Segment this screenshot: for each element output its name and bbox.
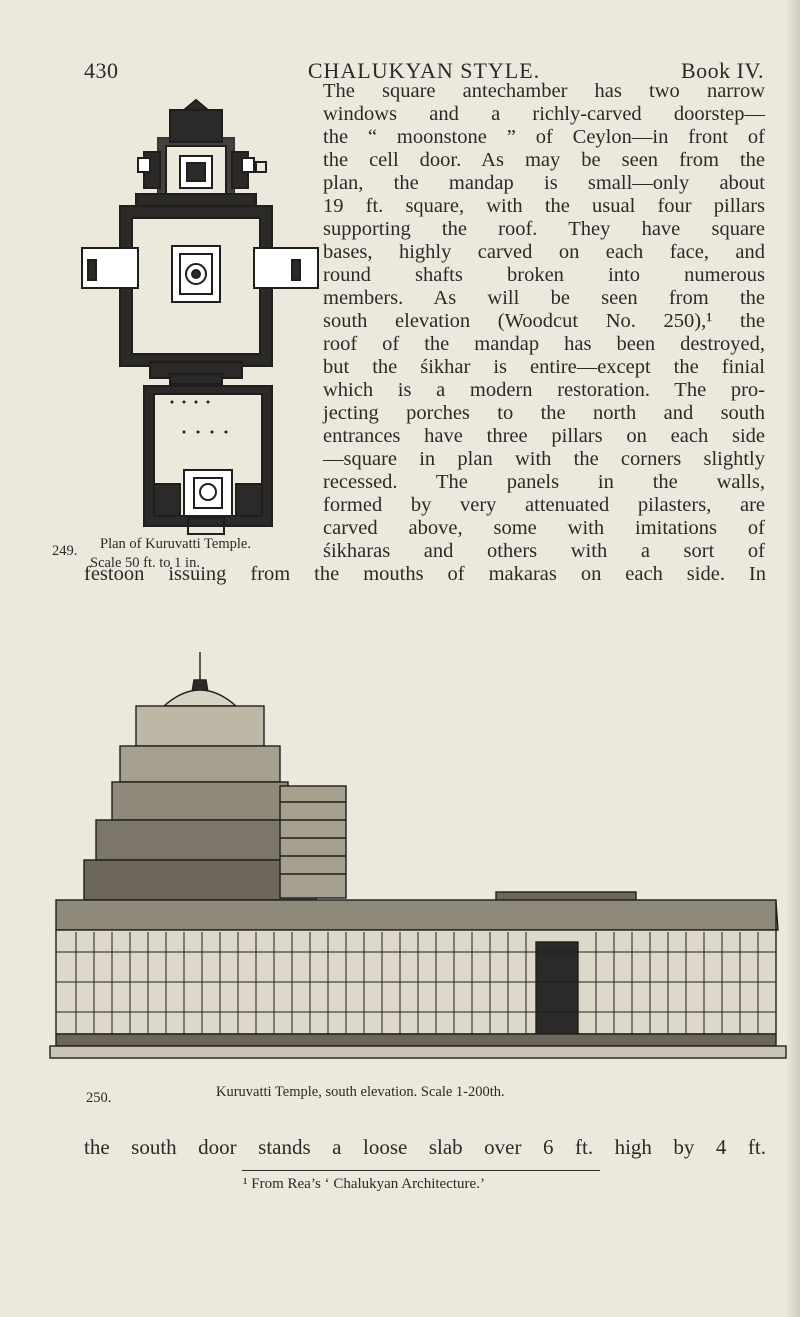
- running-header: 430 CHALUKYAN STYLE. Book IV.: [84, 58, 764, 88]
- text-line: festoon issuing from the mouths of makar…: [84, 563, 766, 585]
- book-label: Book IV.: [680, 58, 764, 83]
- footnote: ¹ From Rea’s ‘ Chalukyan Architecture.’: [243, 1176, 485, 1192]
- text-line: recessed. The panels in the walls,: [323, 471, 765, 493]
- continuation-line: the south door stands a loose slab over …: [84, 1135, 766, 1159]
- page-number: 430: [84, 58, 119, 83]
- text-line: entrances have three pillars on each sid…: [323, 425, 765, 447]
- text-line: which is a modern restoration. The pro-: [323, 379, 765, 401]
- text-line: bases, highly carved on each face, and: [323, 241, 765, 263]
- text-line: supporting the roof. They have square: [323, 218, 765, 240]
- text-line: members. As will be seen from the: [323, 287, 765, 309]
- text-line: —square in plan with the corners slightl…: [323, 448, 765, 470]
- elevation-figure-number: 250.: [86, 1090, 112, 1106]
- footnote-rule: [242, 1170, 600, 1171]
- full-width-line: festoon issuing from the mouths of makar…: [84, 563, 766, 586]
- elevation-figure-title: Kuruvatti Temple, south elevation. Scale…: [216, 1084, 505, 1100]
- text-line: jecting porches to the north and south: [323, 402, 765, 424]
- plan-figure-scale: Scale 50 ft. to 1 in.: [90, 555, 200, 571]
- text-line: 19 ft. square, with the usual four pilla…: [323, 195, 765, 217]
- temple-elevation-figure: [49, 652, 787, 1059]
- text-line: the cell door. As may be seen from the: [323, 149, 765, 171]
- body-paragraph: The square antechamber has two narrow wi…: [323, 80, 765, 563]
- text-line: windows and a richly-carved doorstep—: [323, 103, 765, 125]
- running-title: CHALUKYAN STYLE.: [307, 58, 541, 83]
- text-line: but the śikhar is entire—except the fini…: [323, 356, 765, 378]
- text-line: carved above, some with imitations of: [323, 517, 765, 539]
- temple-plan-figure: [81, 98, 319, 535]
- plan-figure-number: 249.: [52, 543, 78, 559]
- text-line: the “ moonstone ” of Ceylon—in front of: [323, 126, 765, 148]
- plan-figure-title: Plan of Kuruvatti Temple.: [100, 536, 251, 552]
- text-line: roof of the mandap has been destroyed,: [323, 333, 765, 355]
- text-line: śikharas and others with a sort of: [323, 540, 765, 562]
- page-edge-shadow: [786, 0, 800, 1317]
- text-line: round shafts broken into numerous: [323, 264, 765, 286]
- text-line: plan, the mandap is small—only about: [323, 172, 765, 194]
- text-line: formed by very attenuated pilasters, are: [323, 494, 765, 516]
- text-line: south elevation (Woodcut No. 250),¹ the: [323, 310, 765, 332]
- text-line: The square antechamber has two narrow: [323, 80, 765, 102]
